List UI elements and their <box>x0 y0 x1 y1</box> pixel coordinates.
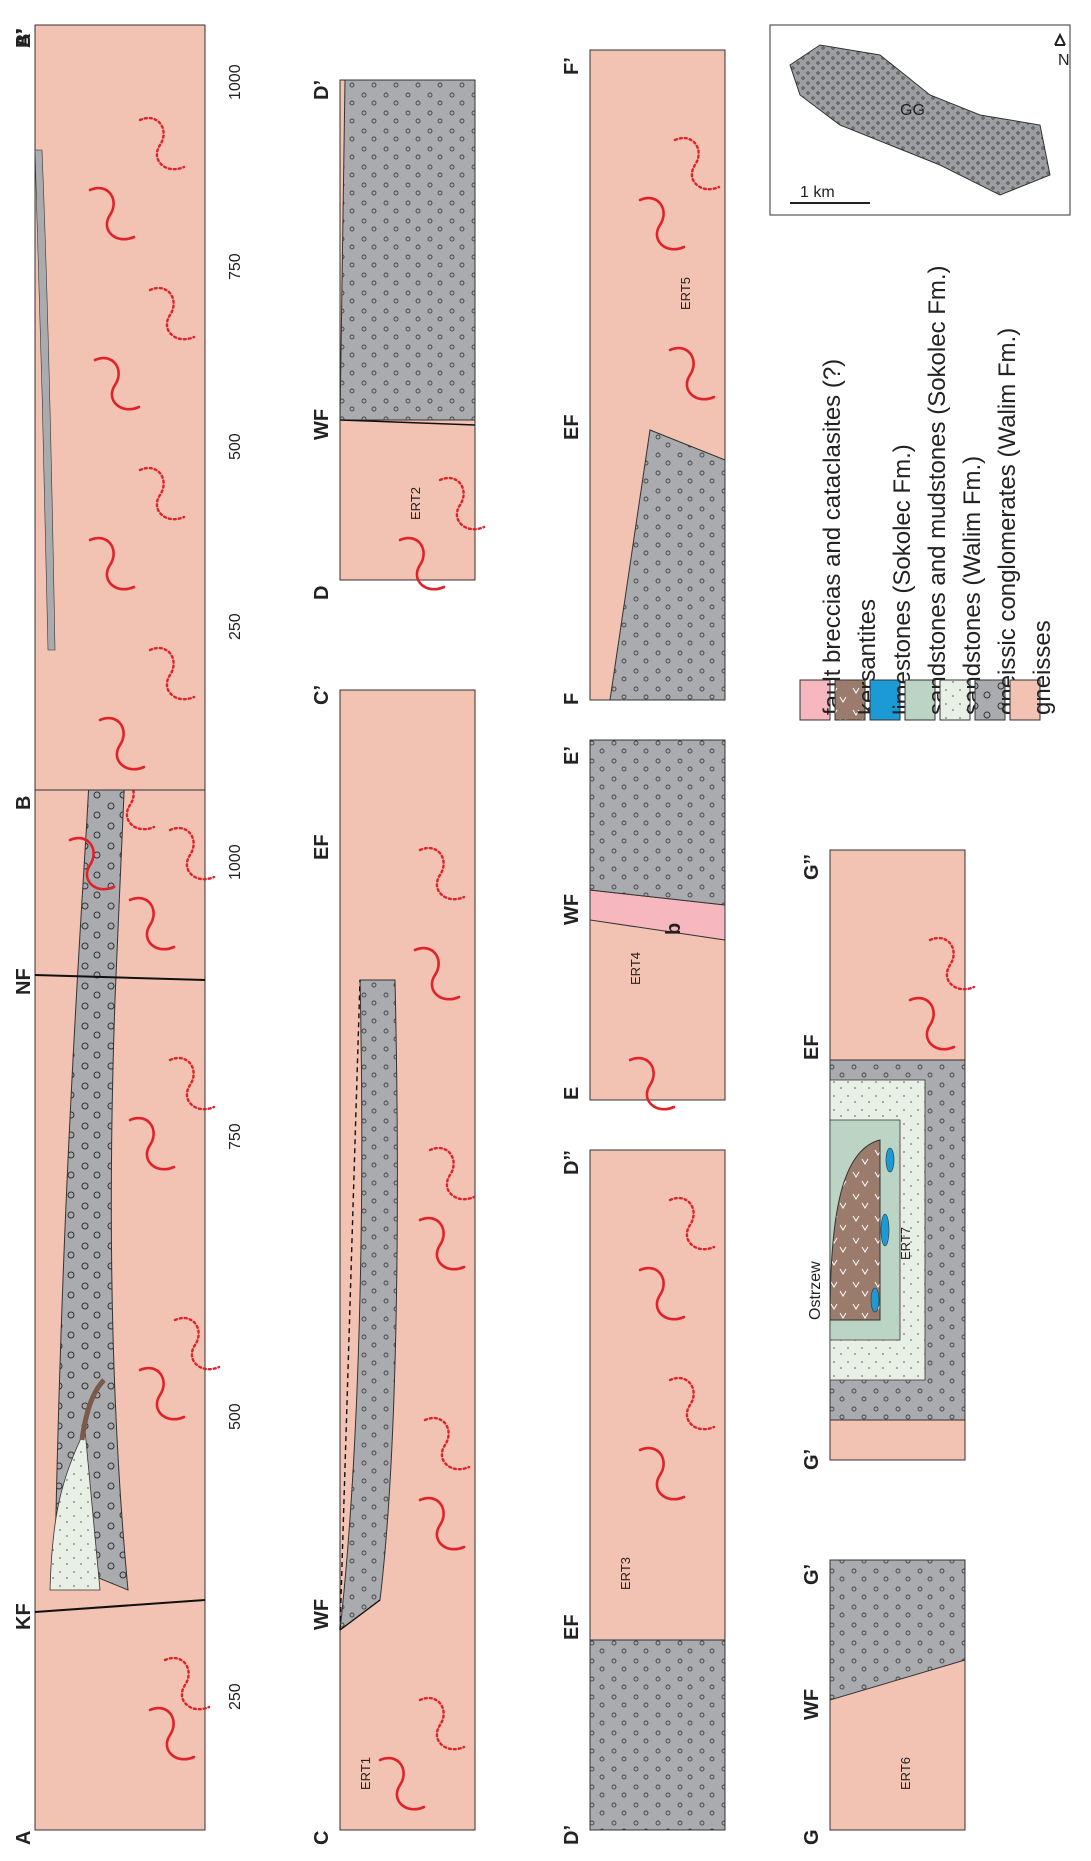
column-2: C C’ WF EF ERT1 D D’ WF ERT2 <box>311 80 484 1845</box>
fault-label-wf: WF <box>561 894 583 925</box>
label-end: F’ <box>561 57 583 75</box>
label-start: C <box>311 1831 333 1845</box>
x-tick-750: 750 <box>227 253 244 280</box>
legend: fault breccias and cataclasites (?) kers… <box>800 265 1056 720</box>
svg-text:gneissic conglomerates (Walim: gneissic conglomerates (Walim Fm.) <box>994 328 1021 715</box>
label-end: G’ <box>801 1564 823 1585</box>
conglomerate-layer <box>340 80 475 420</box>
fault-label-wf: WF <box>801 1689 823 1720</box>
x-tick-250: 250 <box>227 1683 244 1710</box>
cross-section-D-prime-D-double-prime: D’ D’’ EF ERT3 <box>561 1150 725 1845</box>
ert-label: ERT6 <box>898 1757 913 1790</box>
cross-section-E-E: E E’ WF b ERT4 <box>561 740 725 1109</box>
ert-label: ERT3 <box>618 1557 633 1590</box>
svg-text:sandstones (Walim Fm.): sandstones (Walim Fm.) <box>959 456 986 715</box>
legend-item-fault-breccias: fault breccias and cataclasites (?) <box>800 359 846 720</box>
fault-label-wf: WF <box>311 409 333 440</box>
fault-label-ef: EF <box>801 1034 823 1060</box>
ert-label: ERT1 <box>358 1757 373 1790</box>
label-start: D’ <box>561 1825 583 1845</box>
x-tick-750: 750 <box>227 1123 244 1150</box>
column-4: G G’ WF ERT6 G’ G’’ EF Ostrzew ERT7 <box>801 850 974 1845</box>
fault-label-ef: EF <box>561 1614 583 1640</box>
place-label: Ostrzew <box>807 1261 824 1320</box>
fault-label-ef: EF <box>311 834 333 860</box>
conglomerate-layer <box>590 1640 725 1830</box>
cross-section-C-C: C C’ WF EF ERT1 <box>311 685 475 1845</box>
label-end: D’ <box>311 80 333 100</box>
svg-text:fault breccias and cataclasite: fault breccias and cataclasites (?) <box>819 359 846 715</box>
label-start: B <box>13 796 35 810</box>
label-start: A <box>13 1831 35 1845</box>
label-end: G’’ <box>801 854 823 880</box>
north-label: N <box>1058 52 1070 69</box>
x-tick-250: 250 <box>227 613 244 640</box>
x-tick-500: 500 <box>227 433 244 460</box>
label-start: G <box>801 1829 823 1845</box>
svg-text:limestones (Sokolec Fm.): limestones (Sokolec Fm.) <box>889 444 916 715</box>
limestone-lens <box>871 1288 879 1312</box>
column-3: D’ D’’ EF ERT3 E E’ WF b ERT4 F F’ EF ER… <box>561 50 725 1845</box>
x-tick-500: 500 <box>227 1403 244 1430</box>
conglomerate-layer <box>590 740 725 905</box>
x-tick-1000: 1000 <box>227 844 244 880</box>
fault-label-nf: NF <box>13 968 35 995</box>
scale-label: 1 km <box>800 184 835 201</box>
ert-label: ERT4 <box>628 952 643 985</box>
map-gg-label: GG <box>900 102 925 119</box>
fault-label-ef: EF <box>561 414 583 440</box>
label-end: C’ <box>311 685 333 705</box>
ert-label: ERT7 <box>898 1227 913 1260</box>
breccia-symbol: b <box>663 923 685 935</box>
ert-label: ERT5 <box>678 277 693 310</box>
svg-text:gneisses: gneisses <box>1029 620 1056 715</box>
limestone-lens <box>881 1214 889 1246</box>
x-tick-1000: 1000 <box>227 64 244 100</box>
svg-text:sandstones and mudstones (Soko: sandstones and mudstones (Sokolec Fm.) <box>924 265 951 715</box>
location-map: GG N 1 km <box>770 25 1070 215</box>
fault-label-wf: WF <box>311 1599 333 1630</box>
label-start: D <box>311 586 333 600</box>
label-start: F <box>561 693 583 705</box>
label-start: G’ <box>801 1449 823 1470</box>
cross-section-G-prime-G-double-prime: G’ G’’ EF Ostrzew ERT7 <box>801 850 974 1470</box>
limestone-lens <box>886 1148 894 1172</box>
cross-section-B-B: B B’ 250 500 750 1000 <box>13 25 244 810</box>
ert-label: ERT2 <box>408 487 423 520</box>
label-start: E <box>561 1087 583 1100</box>
cross-section-G-G: G G’ WF ERT6 <box>801 1560 965 1845</box>
label-end: B’ <box>13 28 35 48</box>
fault-label-kf: KF <box>13 1603 35 1630</box>
label-end: E’ <box>561 746 583 765</box>
label-end: D’’ <box>561 1150 583 1175</box>
cross-section-D-D-prime: D D’ WF ERT2 <box>311 80 484 600</box>
cross-section-F-F: F F’ EF ERT5 <box>561 50 725 705</box>
